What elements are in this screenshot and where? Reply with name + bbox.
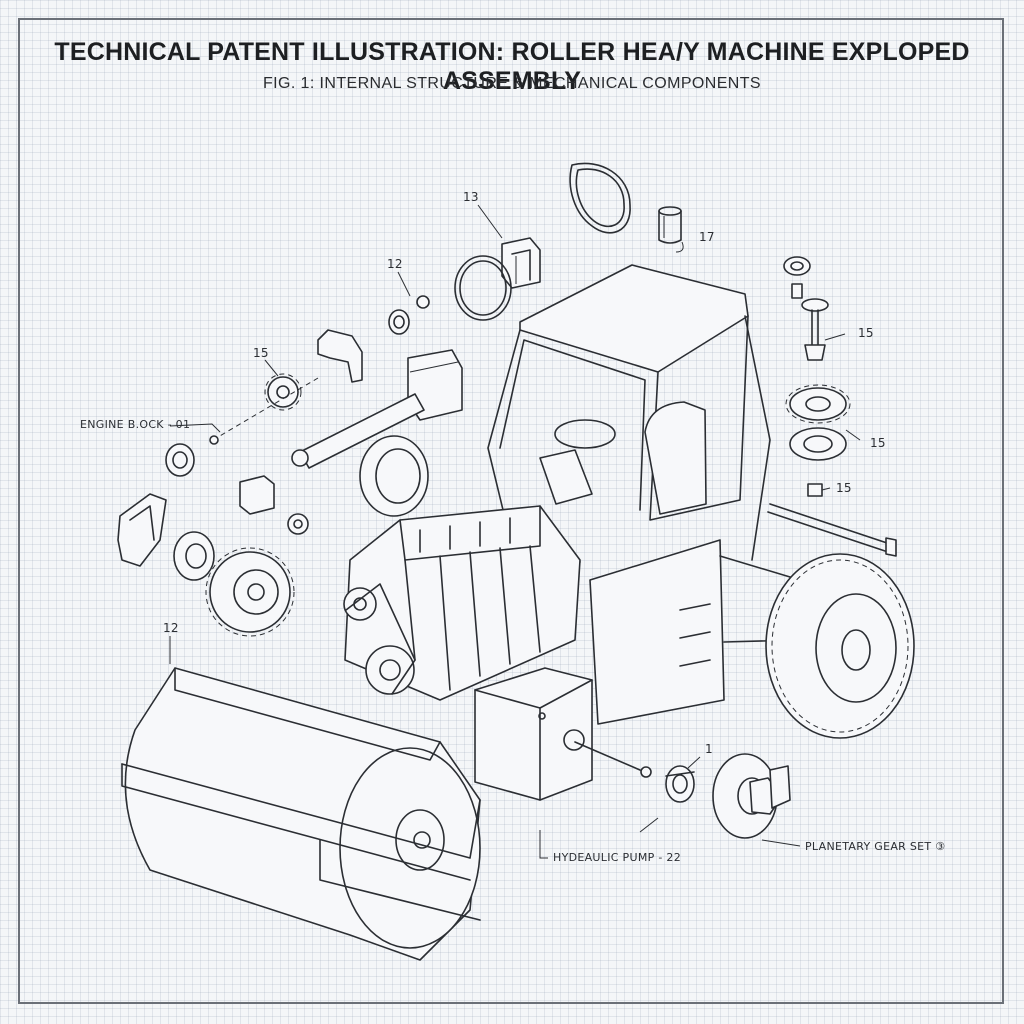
- callout-12-top: 12: [387, 257, 403, 271]
- callout-15-left: 15: [253, 346, 269, 360]
- callout-13: 13: [463, 190, 479, 204]
- sheet-border: [18, 18, 1004, 1004]
- callout-12-left: 12: [163, 621, 179, 635]
- bearing-ring-right: [789, 427, 847, 461]
- cube-block-part: [239, 475, 275, 515]
- gasket-ring-part: [569, 162, 631, 234]
- engine-block: [343, 505, 581, 701]
- o-ring-part: [454, 255, 512, 321]
- pulley-wheel: [359, 435, 429, 517]
- drive-gear-pair: [173, 531, 295, 637]
- hydraulic-pump-label: HYDEAULIC PUMP - 22: [553, 851, 682, 864]
- engine-block-label: ENGINE B.OCK - 01: [80, 418, 191, 431]
- coupling-part-1: [665, 765, 695, 803]
- hydraulic-pump-box: [474, 667, 652, 801]
- operator-cab: [487, 264, 771, 581]
- machine-body: [589, 539, 801, 725]
- bracket-part: [317, 329, 363, 383]
- callout-15-right-top: 15: [858, 326, 874, 340]
- roller-drum: [121, 667, 481, 961]
- callout-1: 1: [705, 742, 713, 756]
- filter-cup-part: [658, 206, 682, 244]
- callout-17: 17: [699, 230, 715, 244]
- small-gear-15: [264, 373, 302, 411]
- large-right-gear: [785, 384, 851, 424]
- callout-15-right-low: 15: [836, 481, 852, 495]
- right-gear-stack: [783, 256, 829, 361]
- planetary-gear-label: PLANETARY GEAR SET ③: [805, 840, 946, 853]
- axle-shaft: [767, 503, 897, 557]
- callout-15-right-mid: 15: [870, 436, 886, 450]
- injector-part-13: [501, 237, 541, 289]
- rear-tire: [765, 553, 915, 739]
- small-gear-mid: [287, 513, 309, 535]
- leader-lines: [169, 204, 861, 859]
- page-title: TECHNICAL PATENT ILLUSTRATION: ROLLER HE…: [54, 38, 970, 95]
- left-bracket-assembly: [117, 493, 167, 567]
- left-bearing: [165, 435, 219, 477]
- figure-subtitle: FIG. 1: INTERNAL STRUCTURE & MECHANICAL …: [263, 75, 761, 92]
- small-bushing-right: [807, 483, 823, 497]
- small-bearing-12: [388, 295, 430, 335]
- planetary-gear-set: [712, 753, 791, 839]
- piston-rod-assembly: [291, 349, 463, 469]
